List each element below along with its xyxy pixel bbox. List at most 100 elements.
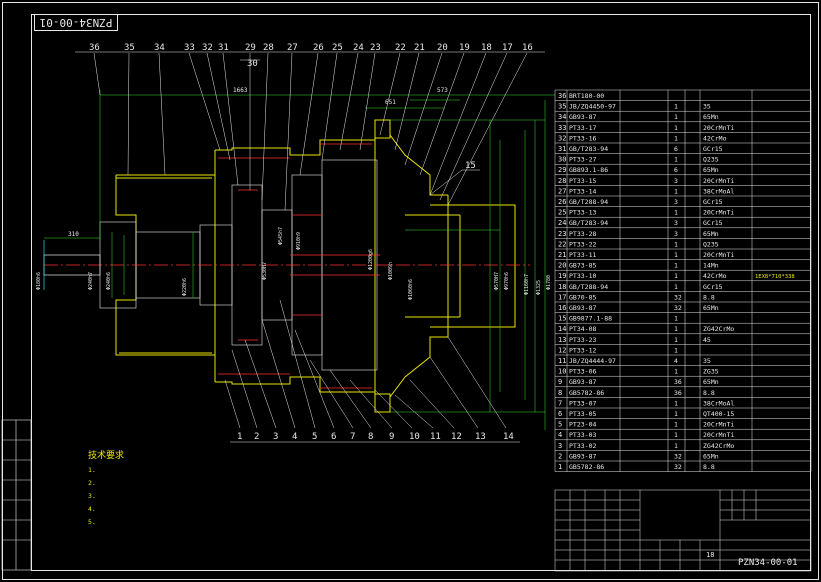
bom-row-no-17: 17 [558,293,566,301]
bom-row-mat-33: 20CrMnTi [703,124,734,132]
bom-row-qty-9: 36 [674,378,682,386]
dimension-lines [44,90,555,430]
bom-row-mat-1: 8.8 [703,463,715,471]
bom-row-qty-19: 1 [674,272,678,280]
bom-row-qty-5: 1 [674,421,678,429]
bom-row-mat-13: 45 [703,336,711,344]
bom-row-mat-23: 65Mn [703,230,719,238]
bom-row-code-28: PT33-15 [569,177,596,185]
bom-row-mat-34: 65Mn [703,113,719,121]
bom-row-qty-12: 1 [674,346,678,354]
bom-row-no-7: 7 [558,399,562,407]
bom-row-code-1: GB5782-86 [569,463,604,471]
leader-19 [419,52,465,176]
leader-20 [404,52,443,166]
bom-row-mat-2: 65Mn [703,452,719,460]
bom-row-mat-20: 14Mn [703,262,719,270]
balloon-28: 28 [263,43,274,53]
bom-row-code-21: PT33-11 [569,251,596,259]
bom-row-code-29: GB893.1-86 [569,166,608,174]
bom-row-mat-31: GCr15 [703,145,723,153]
balloon-4: 4 [292,432,297,442]
dia-mid-4: Φ1200g6 [368,249,374,270]
leader-23 [359,52,376,151]
bom-row-no-11: 11 [558,357,566,365]
leader-1 [224,379,241,429]
bom-row-no-13: 13 [558,336,566,344]
leader-22 [379,52,401,136]
dia-mid-2: Φ545h7 [278,227,284,245]
housing-outline [115,119,516,413]
leader-33 [188,52,221,151]
bom-row-code-20: GB73-85 [569,262,596,270]
bom-row-no-28: 28 [558,177,566,185]
bom-row-code-26: GB/T288-94 [569,198,608,206]
balloon-13: 13 [475,432,486,442]
bom-row-code-4: PT33-03 [569,431,596,439]
bom-row-mat-35: 35 [703,103,711,111]
inner-frame [31,14,811,571]
bom-row-no-22: 22 [558,240,566,248]
tech-line-1: 1. [88,466,96,474]
bom-row-code-3: PT33-02 [569,442,596,450]
balloon-10: 10 [409,432,420,442]
leader-12 [409,379,455,429]
left-margin-table [1,419,32,571]
bom-row-no-9: 9 [558,378,562,386]
balloon-14: 14 [503,432,514,442]
dia-right-1: Φ570H7 [494,272,500,290]
bom-row-qty-2: 32 [674,452,682,460]
tech-line-4: 4. [88,505,96,513]
balloon-26: 26 [313,43,324,53]
title-drawing-code: PZN34-00-01 [738,558,798,568]
input-shaft [43,240,101,290]
bom-row-no-30: 30 [558,156,566,164]
bom-row-code-24: GB/T283-94 [569,219,608,227]
bom-row-qty-33: 1 [674,124,678,132]
balloon-5: 5 [312,432,317,442]
dim-573: 573 [437,87,448,94]
bom-row-qty-4: 1 [674,431,678,439]
leader-4 [261,319,296,429]
bom-row-code-31: GB/T283-94 [569,145,608,153]
bom-row-no-29: 29 [558,166,566,174]
tech-line-5: 5. [88,518,96,526]
bom-row-qty-31: 6 [674,145,678,153]
bom-row-mat-26: GCr15 [703,198,723,206]
bom-row-qty-23: 3 [674,230,678,238]
bom-row-qty-3: 1 [674,442,678,450]
balloon-21: 21 [414,43,425,53]
leader-7 [309,359,354,429]
balloon-17: 17 [502,43,513,53]
bom-row-code-13: PT33-23 [569,336,596,344]
leader-28 [261,52,269,201]
bom-row-mat-29: 65Mn [703,166,719,174]
bom-row-mat-8: 8.8 [703,389,715,397]
bom-row-mat-21: 20CrMnTi [703,251,734,259]
bom-row-no-14: 14 [558,325,566,333]
dia-mid-5: Φ1009h [388,262,394,280]
balloon-29: 29 [245,43,256,53]
leader-36 [93,52,101,96]
bom-row-no-10: 10 [558,368,566,376]
bom-row-mat-3: ZG42CrMo [703,442,734,450]
balloon-12: 12 [451,432,462,442]
dia-mid-0: Φ220h6 [182,278,188,296]
bom-row-qty-35: 1 [674,103,678,111]
dia-left-0: Φ180h6 [36,272,42,290]
bom-row-no-32: 32 [558,134,566,142]
balloon-18: 18 [481,43,492,53]
bom-row-mat-24: GCr15 [703,219,723,227]
leader-9 [349,379,393,429]
bom-row-code-9: GB93-87 [569,378,596,386]
leader-21 [394,52,420,151]
tech-requirements-block: 技术要求 1.2.3.4.5. [88,448,198,526]
bom-row-code-22: PT33-22 [569,240,596,248]
bom-row-no-1: 1 [558,463,562,471]
bom-row-qty-6: 1 [674,410,678,418]
